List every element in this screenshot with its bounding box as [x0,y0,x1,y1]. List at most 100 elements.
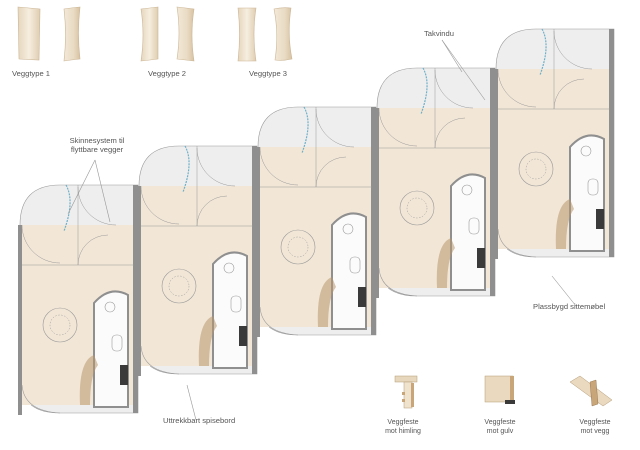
bathroom [331,212,367,330]
table-inner [406,197,428,219]
unit-wall-right [252,146,257,374]
wall-type-2-icon [140,6,195,62]
rail-system-label-line2: flyttbare vegger [70,145,124,155]
round-table [518,151,554,187]
skylight-label: Takvindu [424,29,454,38]
cabinet [596,209,604,229]
door-swing-arc [77,234,109,266]
wall-type-3-label: Veggtype 3 [249,69,288,78]
unit [18,184,139,415]
door-swing-arc [196,195,228,227]
cabinet [120,365,128,385]
bathroom [93,290,129,408]
builtin-seating-label: Plassbygd sittemøbel [533,302,606,311]
bathroom [569,134,605,252]
toilet [230,295,242,313]
wall-mount-label-line1: Veggfeste [579,419,611,426]
extendable-table-label: Uttrekkbart spisebord [163,416,236,425]
door-swing-arc [140,185,180,225]
unit [375,67,496,298]
unit-wall-right [371,107,376,335]
door-swing-arc [315,156,347,188]
wall-type-1-icon [17,6,81,62]
washbasin [580,145,592,157]
wall-type-2-label: Veggtype 2 [148,69,187,78]
washbasin [223,262,235,274]
rail-system-label-line1: Skinnesystem til [69,136,125,145]
front-edge [140,345,180,375]
unit-wall-left [494,69,498,259]
wall-mount-detail-icon [569,375,613,407]
bathroom [450,173,486,291]
washbasin [461,184,473,196]
unit-wall-right [490,68,495,296]
door-swing-arc [378,107,418,147]
floor-mount-label-line2: mot gulv [486,427,514,435]
toilet [111,334,123,352]
door-swing-arc [259,146,299,186]
cabinet [239,326,247,346]
round-table [42,307,78,343]
front-edge [497,228,537,258]
builtin-seat [198,316,217,366]
wall-mount-label: Veggfeste mot vegg [565,419,625,437]
washbasin [104,301,116,313]
unit-wall-left [375,108,379,298]
front-edge [378,267,418,297]
door-swing-arc [553,30,593,70]
window [63,184,71,232]
door-swing-arc [77,186,117,226]
builtin-seat [79,355,98,405]
ceiling-mount-label-line2: mot himling [385,427,421,435]
window [182,145,190,193]
table-inner [49,314,71,336]
unit-wall-left [137,186,141,376]
toilet [349,256,361,274]
table-inner [287,236,309,258]
unit [137,145,258,376]
floor-mount-label-line1: Veggfeste [484,419,516,426]
ceiling-mount-label-line1: Veggfeste [387,419,419,426]
ceiling-mount-detail-icon [394,375,418,409]
builtin-seat [555,199,574,249]
cabinet [477,248,485,268]
wall-type-1-label: Veggtype 1 [12,69,51,78]
round-table [399,190,435,226]
unit [494,28,615,259]
window [420,67,428,115]
door-swing-arc [434,117,466,149]
housing-units [18,28,615,415]
unit-wall-right [133,185,138,413]
builtin-seat [317,277,336,327]
unit-wall-right [609,29,614,257]
window [539,28,547,76]
door-swing-arc [434,69,474,109]
cabinet [358,287,366,307]
rail-system-label: Skinnesystem til flyttbare vegger [58,136,136,155]
toilet [468,217,480,235]
floor-mount-label: Veggfeste mot gulv [470,419,530,437]
front-edge [259,306,299,336]
unit-wall-left [256,147,260,337]
ceiling-mount-label: Veggfeste mot himling [373,419,433,437]
wall-type-3-icon [237,7,293,62]
door-swing-arc [315,108,355,148]
toilet [587,178,599,196]
unit-wall-left [18,225,22,415]
unit [256,106,377,337]
bathroom [212,251,248,369]
annotation-leaders [67,39,577,421]
floor-mount-detail-icon [484,375,515,404]
door-swing-arc [196,147,236,187]
door-swing-arc [553,78,585,110]
round-table [161,268,197,304]
door-swing-arc [497,68,537,108]
table-inner [168,275,190,297]
wall-mount-label-line2: mot vegg [580,427,610,435]
window [301,106,309,154]
washbasin [342,223,354,235]
builtin-seat [436,238,455,288]
round-table [280,229,316,265]
